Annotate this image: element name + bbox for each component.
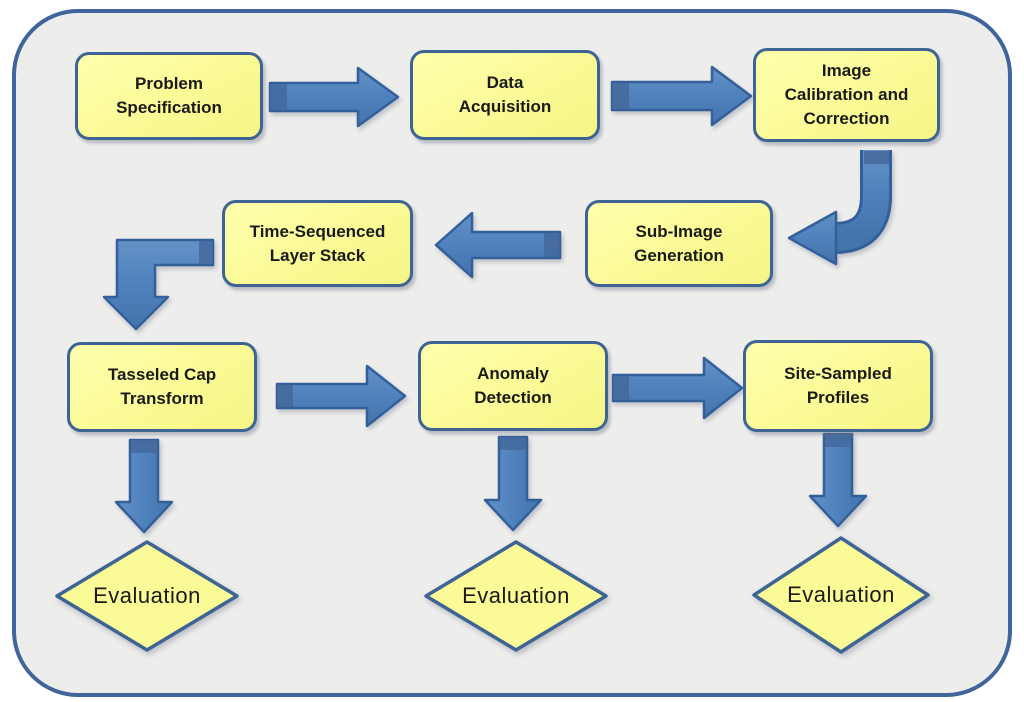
arrow-anomaly-to-site-sampled [611, 356, 744, 420]
arrow-anomaly-to-evaluation [483, 435, 543, 532]
node-label: Image Calibration and Correction [784, 61, 909, 128]
node-label: Sub-Image Generation [634, 221, 724, 265]
node-image-calibration-and-correction: Image Calibration and Correction [753, 48, 940, 142]
arrow-tail-shade [270, 84, 287, 110]
node-data-acquisition: Data Acquisition [410, 50, 600, 140]
arrow-tail-shade [613, 376, 629, 400]
arrow-image-calibration-to-sub-image [787, 150, 892, 266]
arrow-tail-shade [612, 83, 629, 109]
arrow-body [808, 432, 868, 528]
arrow-tail-shade [864, 151, 889, 164]
evaluation-left-diamond [55, 540, 239, 652]
arrow-time-sequenced-to-tasseled-cap [102, 238, 215, 331]
arrow-body [102, 238, 215, 331]
arrow-body [114, 438, 174, 534]
evaluation-middle-diamond [424, 540, 608, 652]
node-time-sequenced-layer-stack: Time-Sequenced Layer Stack [222, 200, 413, 287]
node-label: Problem Specification [116, 74, 222, 117]
arrow-tail-shade [500, 437, 526, 450]
node-problem-specification: Problem Specification [75, 52, 263, 140]
arrow-tasseled-cap-to-evaluation [114, 438, 174, 534]
node-label: Tasseled Cap Transform [107, 365, 217, 408]
evaluation-middle-label: Evaluation [462, 583, 570, 608]
node-label: Time-Sequenced Layer Stack [249, 221, 386, 265]
arrow-tail-shade [131, 440, 157, 453]
arrow-body [610, 65, 753, 127]
arrow-sub-image-to-time-sequenced [434, 211, 562, 279]
arrow-tail-shade [277, 385, 293, 407]
arrow-tail-shade [199, 241, 213, 264]
evaluation-right-diamond [752, 536, 930, 654]
arrow-problem-to-data-acquisition [268, 66, 400, 128]
node-label: Data Acquisition [458, 73, 552, 116]
arrow-body [483, 435, 543, 532]
evaluation-left-label: Evaluation [93, 583, 201, 608]
arrow-tasseled-cap-to-anomaly [275, 364, 407, 428]
arrow-data-acquisition-to-image-calibration [610, 65, 753, 127]
node-site-sampled-profiles: Site-Sampled Profiles [743, 340, 933, 432]
arrow-tail-shade [825, 434, 851, 447]
node-tasseled-cap-transform: Tasseled Cap Transform [67, 342, 257, 432]
node-sub-image-generation: Sub-Image Generation [585, 200, 773, 287]
arrow-body [275, 364, 407, 428]
arrow-tail-shade [544, 233, 560, 257]
arrow-body [268, 66, 400, 128]
evaluation-right-label: Evaluation [787, 582, 895, 607]
node-label: Anomaly Detection [474, 364, 552, 407]
node-label: Site-Sampled Profiles [784, 364, 892, 407]
arrow-body [434, 211, 562, 279]
arrow-head [787, 210, 838, 266]
arrow-body [611, 356, 744, 420]
arrow-site-sampled-to-evaluation [808, 432, 868, 528]
node-anomaly-detection: Anomaly Detection [418, 341, 608, 431]
